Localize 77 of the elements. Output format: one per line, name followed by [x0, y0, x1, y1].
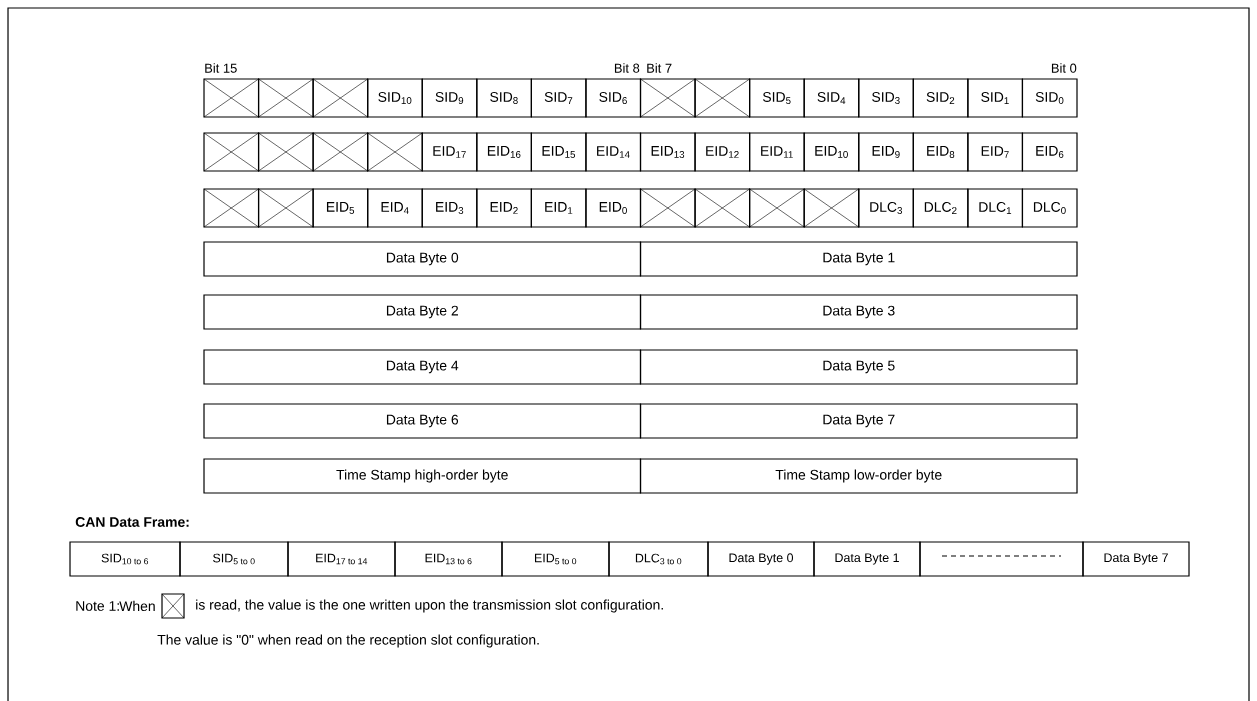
reserved-bit-cell [312, 132, 369, 172]
bit-field-cell: SID$_{5}$ [749, 78, 805, 118]
bit-number-label: Bit 0 [1051, 63, 1077, 73]
bit-number-label: Bit 8 [614, 63, 640, 73]
note-text: The value is "0" when read on the reception slot configuration. [157, 634, 539, 648]
reserved-bit-cell [639, 78, 696, 118]
reserved-bit-cell [203, 78, 260, 118]
note-label: Note 1: [76, 601, 119, 611]
frame-field-cell: SID$_{10 to 6}$ [69, 541, 181, 577]
frame-field-cell: EID$_{13 to 6}$ [394, 541, 503, 577]
reserved-bit-cell [257, 188, 314, 228]
reserved-bit-cell [749, 188, 805, 228]
frame-field-cell: DLC$_{3 to 0}$ [608, 541, 709, 577]
bit-field-cell: SID$_{3}$ [858, 78, 914, 118]
bit-field-cell: SID$_{8}$ [476, 78, 532, 118]
data-byte-cell: Data Byte 5 [639, 349, 1078, 385]
section-heading: CAN Data Frame: [75, 517, 189, 527]
data-byte-cell: Time Stamp high-order byte [203, 458, 642, 494]
reserved-bit-cell [694, 188, 751, 228]
bit-field-cell: EID$_{2}$ [476, 188, 532, 228]
bit-field-cell: EID$_{11}$ [749, 132, 805, 172]
bit-field-cell: SID$_{6}$ [585, 78, 642, 118]
ellipsis-cell [919, 541, 1084, 577]
bit-field-cell: DLC$_{2}$ [912, 188, 969, 228]
bit-field-cell: EID$_{14}$ [585, 132, 642, 172]
reserved-bit-cell [257, 132, 314, 172]
bit-field-cell: EID$_{15}$ [530, 132, 587, 172]
bit-field-cell: SID$_{1}$ [967, 78, 1024, 118]
bit-field-cell: EID$_{17}$ [421, 132, 478, 172]
data-byte-cell: Data Byte 7 [639, 403, 1078, 439]
frame-field-cell: SID$_{5 to 0}$ [179, 541, 289, 577]
note-text: is read, the value is the one written upon the transmission slot configuration. [196, 599, 663, 613]
bit-field-cell: EID$_{5}$ [312, 188, 369, 228]
frame-field-cell: EID$_{5 to 0}$ [501, 541, 610, 577]
bit-field-cell: EID$_{1}$ [530, 188, 587, 228]
reserved-bit-cell [312, 78, 369, 118]
bit-field-cell: EID$_{4}$ [367, 188, 423, 228]
reserved-bit-cell [367, 132, 423, 172]
bit-field-cell: EID$_{9}$ [858, 132, 914, 172]
reserved-bit-cell [203, 188, 260, 228]
bit-field-cell: EID$_{8}$ [912, 132, 969, 172]
bit-field-cell: EID$_{3}$ [421, 188, 478, 228]
bit-number-label: Bit 7 [647, 63, 672, 73]
bit-field-cell: DLC$_{0}$ [1021, 188, 1078, 228]
frame-field-cell: EID$_{17 to 14}$ [287, 541, 396, 577]
note-text: When [119, 600, 155, 612]
reserved-bit-cell [694, 78, 751, 118]
data-byte-cell: Data Byte 6 [203, 403, 642, 439]
bit-field-cell: EID$_{13}$ [639, 132, 696, 172]
data-byte-cell: Time Stamp low-order byte [639, 458, 1078, 494]
bit-field-cell: SID$_{0}$ [1021, 78, 1078, 118]
bit-field-cell: SID$_{4}$ [803, 78, 860, 118]
data-byte-cell: Data Byte 1 [639, 241, 1078, 277]
data-byte-cell: Data Byte 3 [639, 294, 1078, 330]
bit-field-cell: SID$_{9}$ [421, 78, 478, 118]
bit-number-label: Bit 15 [205, 63, 237, 73]
bit-field-cell: EID$_{16}$ [476, 132, 532, 172]
data-byte-cell: Data Byte 2 [203, 294, 642, 330]
bit-field-cell: DLC$_{1}$ [967, 188, 1024, 228]
bit-field-cell: EID$_{0}$ [585, 188, 642, 228]
bit-field-cell: EID$_{12}$ [694, 132, 751, 172]
bit-field-cell: EID$_{6}$ [1021, 132, 1078, 172]
reserved-bit-cell [257, 78, 314, 118]
frame-field-cell: Data Byte 1 [813, 541, 921, 577]
bit-field-cell: SID$_{10}$ [367, 78, 423, 118]
bit-field-cell: SID$_{7}$ [530, 78, 587, 118]
frame-field-cell: Data Byte 7 [1082, 541, 1190, 577]
bit-field-cell: EID$_{7}$ [967, 132, 1024, 172]
bit-field-cell: DLC$_{3}$ [858, 188, 914, 228]
frame-field-cell: Data Byte 0 [707, 541, 815, 577]
data-byte-cell: Data Byte 4 [203, 349, 642, 385]
reserved-bit-cell [803, 188, 860, 228]
reserved-bit-cell [203, 132, 260, 172]
bit-field-cell: SID$_{2}$ [912, 78, 969, 118]
data-byte-cell: Data Byte 0 [203, 241, 642, 277]
bit-field-cell: EID$_{10}$ [803, 132, 860, 172]
reserved-bit-cell [639, 188, 696, 228]
